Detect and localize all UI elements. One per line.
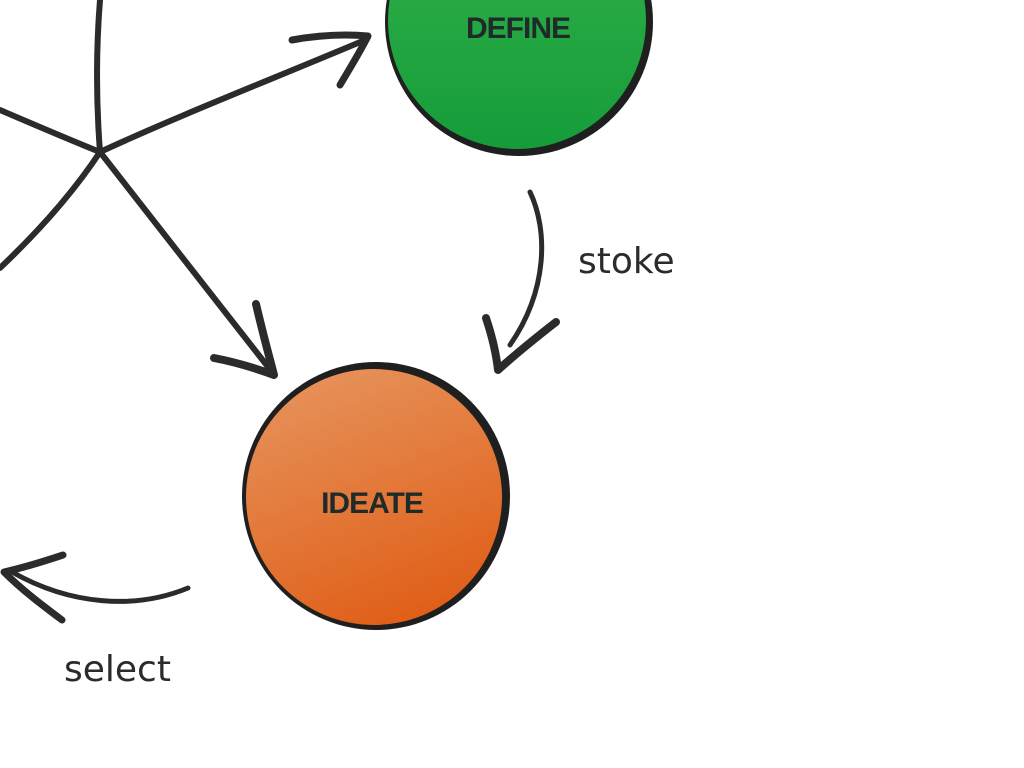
arrow-select-head <box>0 551 67 624</box>
arrow-stoke-shaft <box>507 189 545 348</box>
hub-line-left <box>0 107 103 155</box>
arrow-stoke-head <box>482 314 560 374</box>
arrow-to-ideate-shaft <box>97 149 275 375</box>
arrow-to-define-head <box>288 31 372 89</box>
arrow-to-ideate-head <box>210 300 278 379</box>
arrow-to-define <box>97 31 372 155</box>
arrow-select <box>0 551 191 624</box>
arrow-select-shaft <box>9 569 191 604</box>
arrow-stoke <box>482 189 560 374</box>
ideate-circle <box>246 369 502 625</box>
stoke-label: stoke <box>578 241 675 282</box>
define-label: DEFINE <box>466 12 570 45</box>
hub-line-down-left <box>0 149 103 271</box>
define-circle <box>388 0 646 149</box>
select-label: select <box>64 649 171 690</box>
hub-line-up <box>94 0 103 155</box>
arrow-to-ideate <box>97 149 278 379</box>
node-ideate: IDEATE <box>242 362 510 630</box>
node-define: DEFINE <box>385 0 653 156</box>
ideate-label: IDEATE <box>321 487 423 520</box>
hub-lines <box>0 0 103 271</box>
arrow-to-define-shaft <box>97 37 368 155</box>
